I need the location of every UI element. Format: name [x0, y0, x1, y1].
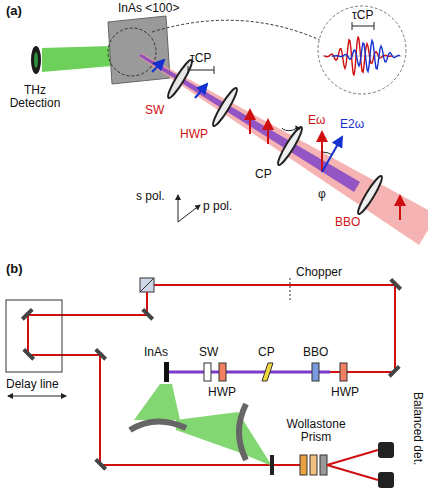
- component-label: SW: [199, 346, 218, 359]
- pol-arrow: [399, 196, 401, 220]
- panel-letter: (b): [6, 262, 23, 275]
- component-label: InAs: [144, 346, 168, 359]
- pol-arrow: [195, 84, 207, 98]
- axis-label: s pol.: [136, 190, 165, 203]
- delay-stage: [6, 300, 62, 372]
- hwp-element: [340, 363, 347, 381]
- angle-label: φ: [318, 188, 326, 201]
- component-label: Chopper: [296, 266, 342, 279]
- beam-splitter-face: [140, 278, 154, 292]
- mirror: [389, 278, 402, 291]
- axis-label: p pol.: [203, 200, 232, 213]
- cp-plate: [275, 125, 305, 167]
- pol-arrow: [267, 120, 269, 144]
- crystal-label: InAs <100>: [118, 2, 179, 15]
- hwp-element: [219, 363, 226, 381]
- component-label: HWP: [180, 128, 208, 141]
- component-label: SW: [145, 104, 164, 117]
- delay-bracket: [188, 70, 214, 71]
- component-label: BBO: [335, 216, 360, 229]
- parabolic-mirror: [239, 404, 246, 460]
- hwp-plate: [210, 86, 240, 128]
- component-label: Wollastone Prism: [280, 418, 352, 444]
- bbo-element: [312, 363, 319, 381]
- component-label: HWP: [331, 386, 359, 399]
- pol-arrow: [249, 110, 251, 134]
- wollaston-prism: [320, 455, 327, 475]
- mirror: [94, 348, 107, 361]
- component-label: HWP: [208, 386, 236, 399]
- mirror: [21, 308, 34, 321]
- pump-path: [154, 284, 395, 286]
- field-label: E2ω: [340, 118, 364, 131]
- inas-crystal: [108, 16, 170, 84]
- field-label: Eω: [308, 114, 325, 127]
- mirror: [388, 365, 401, 378]
- detector-label: THz Detection: [2, 84, 68, 110]
- mirror: [22, 348, 35, 361]
- photodiode: [378, 442, 394, 458]
- detector-label: Balanced det.: [411, 392, 424, 465]
- probe-path: [28, 292, 300, 465]
- component-label: Delay line: [6, 378, 59, 391]
- phi-arc: [322, 152, 332, 155]
- wollaston-prism: [310, 455, 317, 475]
- panel-letter: (a): [6, 4, 22, 17]
- thz-lens-core: [34, 52, 38, 68]
- split-beam: [327, 450, 378, 465]
- bbo-crystal: [355, 174, 385, 216]
- zoom-leader: [152, 20, 320, 40]
- component-label: CP: [255, 168, 272, 181]
- inset-delay-bracket: [352, 26, 374, 27]
- pump-path: [394, 285, 396, 372]
- p-pol-axis: [178, 205, 200, 222]
- quarter-wave-plate: [300, 455, 307, 475]
- delay-arrow: [8, 396, 66, 397]
- delay-tick: [214, 66, 215, 74]
- s-pol-axis: [178, 195, 179, 222]
- component-label: BBO: [303, 346, 328, 359]
- thz-beam: [42, 46, 112, 72]
- inas-plate: [164, 362, 169, 382]
- mirror: [141, 308, 154, 321]
- chopper-mark: [290, 278, 291, 300]
- photodiode: [378, 472, 394, 488]
- delay-tick: [188, 66, 189, 74]
- thz-beam: [176, 412, 238, 452]
- eo-crystal: [270, 455, 274, 475]
- component-label: CP: [258, 346, 275, 359]
- split-beam: [327, 465, 378, 480]
- thz-lens: [31, 46, 41, 74]
- inset-tick: [352, 22, 353, 30]
- cp-element: [262, 363, 273, 381]
- inset-circle: [318, 6, 406, 94]
- delay-label: τCP: [352, 9, 373, 22]
- delay-label: τCP: [190, 52, 211, 65]
- e-2omega-arrow: [322, 137, 342, 172]
- inset-blue-wave: [332, 41, 400, 72]
- pol-arrow: [152, 60, 164, 72]
- beam-splitter: [140, 278, 154, 292]
- sw-element: [204, 363, 211, 381]
- zoom-circle: [108, 28, 156, 76]
- two-color-path: [169, 371, 330, 374]
- thz-beam: [134, 384, 180, 420]
- mirror: [94, 458, 107, 471]
- parabolic-mirror: [130, 421, 186, 430]
- inset-tick: [374, 22, 375, 30]
- cp-rotation: [282, 126, 296, 131]
